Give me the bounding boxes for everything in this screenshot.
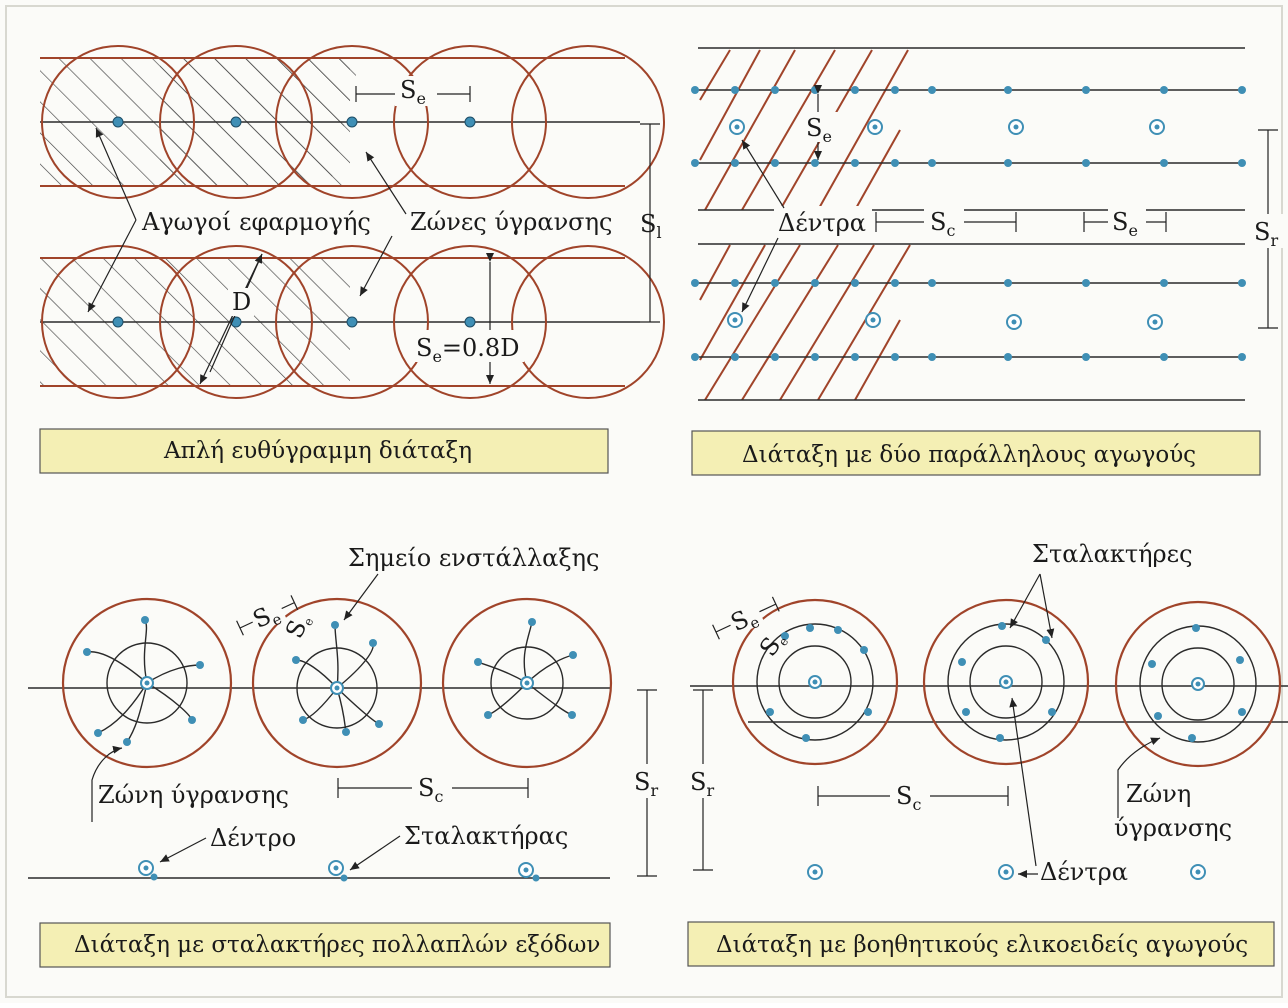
panel-helical-lines: Se Se Σταλακτήρες Sr Sc Ζώνη ύγρανσης Δέ… [687,540,1288,967]
emitter-dot [112,316,124,328]
caption-box [691,430,1261,476]
sl-label: Sl [640,210,662,242]
caption-box [39,922,611,968]
wetted-zone-circle [275,245,429,399]
microtubes [86,619,574,743]
caption-box [687,921,1275,967]
caption-helical: Διάταξη με βοηθητικούς ελικοειδείς αγωγο… [716,932,1248,958]
panel-multi-outlet: Se Se Σημείο ενστάλλαξης Ζώνη ύγρανσης S… [28,544,664,968]
emitter-dot [346,116,358,128]
se-small-dimension: Se [280,609,316,643]
label-wetting-zone-1: Ζώνη [1126,780,1191,808]
label-tree: Δέντρο [210,824,296,852]
panel-double-line: Se Δέντρα Sc Se Sr Διάταξη με δύο παράλλ… [691,47,1284,476]
label-wetting-zones: Ζώνες ύγρανσης [410,208,612,236]
label-application-lines: Αγωγοί εφαρμογής [141,208,371,236]
wetted-zone-circle [393,245,547,399]
panel-single-line: Se Sl Αγωγοί εφαρμογής Ζώνες ύγρανσης D … [39,45,665,474]
wetted-zone-circle [511,245,665,399]
sr-label: Sr [690,768,714,800]
caption-single-line: Απλή ευθύγραμμη διάταξη [163,438,472,464]
wetted-zone-circle [275,45,429,199]
se-label: Se [806,114,832,146]
emitter-dot [112,116,124,128]
wetted-zone-circle [159,45,313,199]
wetted-zone-circle [393,45,547,199]
emitter-dot [464,116,476,128]
emitter-dot [230,116,242,128]
wetted-zone-circle [251,597,423,769]
label-install-point: Σημείο ενστάλλαξης [348,544,599,572]
outer-frame [5,5,1283,998]
sc-label: Sc [896,782,921,814]
label-se-equals: Se=0.8D [416,334,519,366]
wetted-zone-circle [922,598,1090,766]
wetted-zone-circle [731,598,899,766]
wetted-zone-circle [61,597,233,769]
se-diagonal-dimension: Se [236,595,299,636]
sc-label: Sc [418,774,443,806]
caption-multi-outlet: Διάταξη με σταλακτήρες πολλαπλών εξόδων [74,932,600,958]
label-trees: Δέντρα [1040,858,1128,886]
hatched-wetted-area [699,49,911,400]
label-emitters: Σταλακτήρες [1032,540,1193,568]
svg-text:Se: Se [280,609,316,643]
label-diameter: D [232,288,251,316]
wetted-zone-circle [41,45,195,199]
sr-label: Sr [634,768,658,800]
caption-double-line: Διάταξη με δύο παράλληλους αγωγούς [742,442,1196,468]
label-emitter: Σταλακτήρας [404,822,568,850]
sr-label: Sr [1254,218,1278,250]
wetted-zone-circle [41,245,195,399]
emitter-dot [346,316,358,328]
label-wetting-zone: Ζώνη ύγρανσης [98,781,289,809]
label-wetting-zone-2: ύγρανσης [1114,814,1232,842]
wetted-zone-circle [441,597,613,769]
se-label-top: Se [400,76,426,108]
se-label-horizontal: Se [1112,208,1138,240]
wetted-zone-circle [1114,600,1282,768]
label-trees: Δέντρα [778,209,866,237]
wetted-zone-circle [511,45,665,199]
wetted-zone-circle [159,245,313,399]
emitter-dot [464,316,476,328]
caption-box [39,428,609,474]
emitter-dots [691,86,1246,361]
sc-label: Sc [930,208,955,240]
